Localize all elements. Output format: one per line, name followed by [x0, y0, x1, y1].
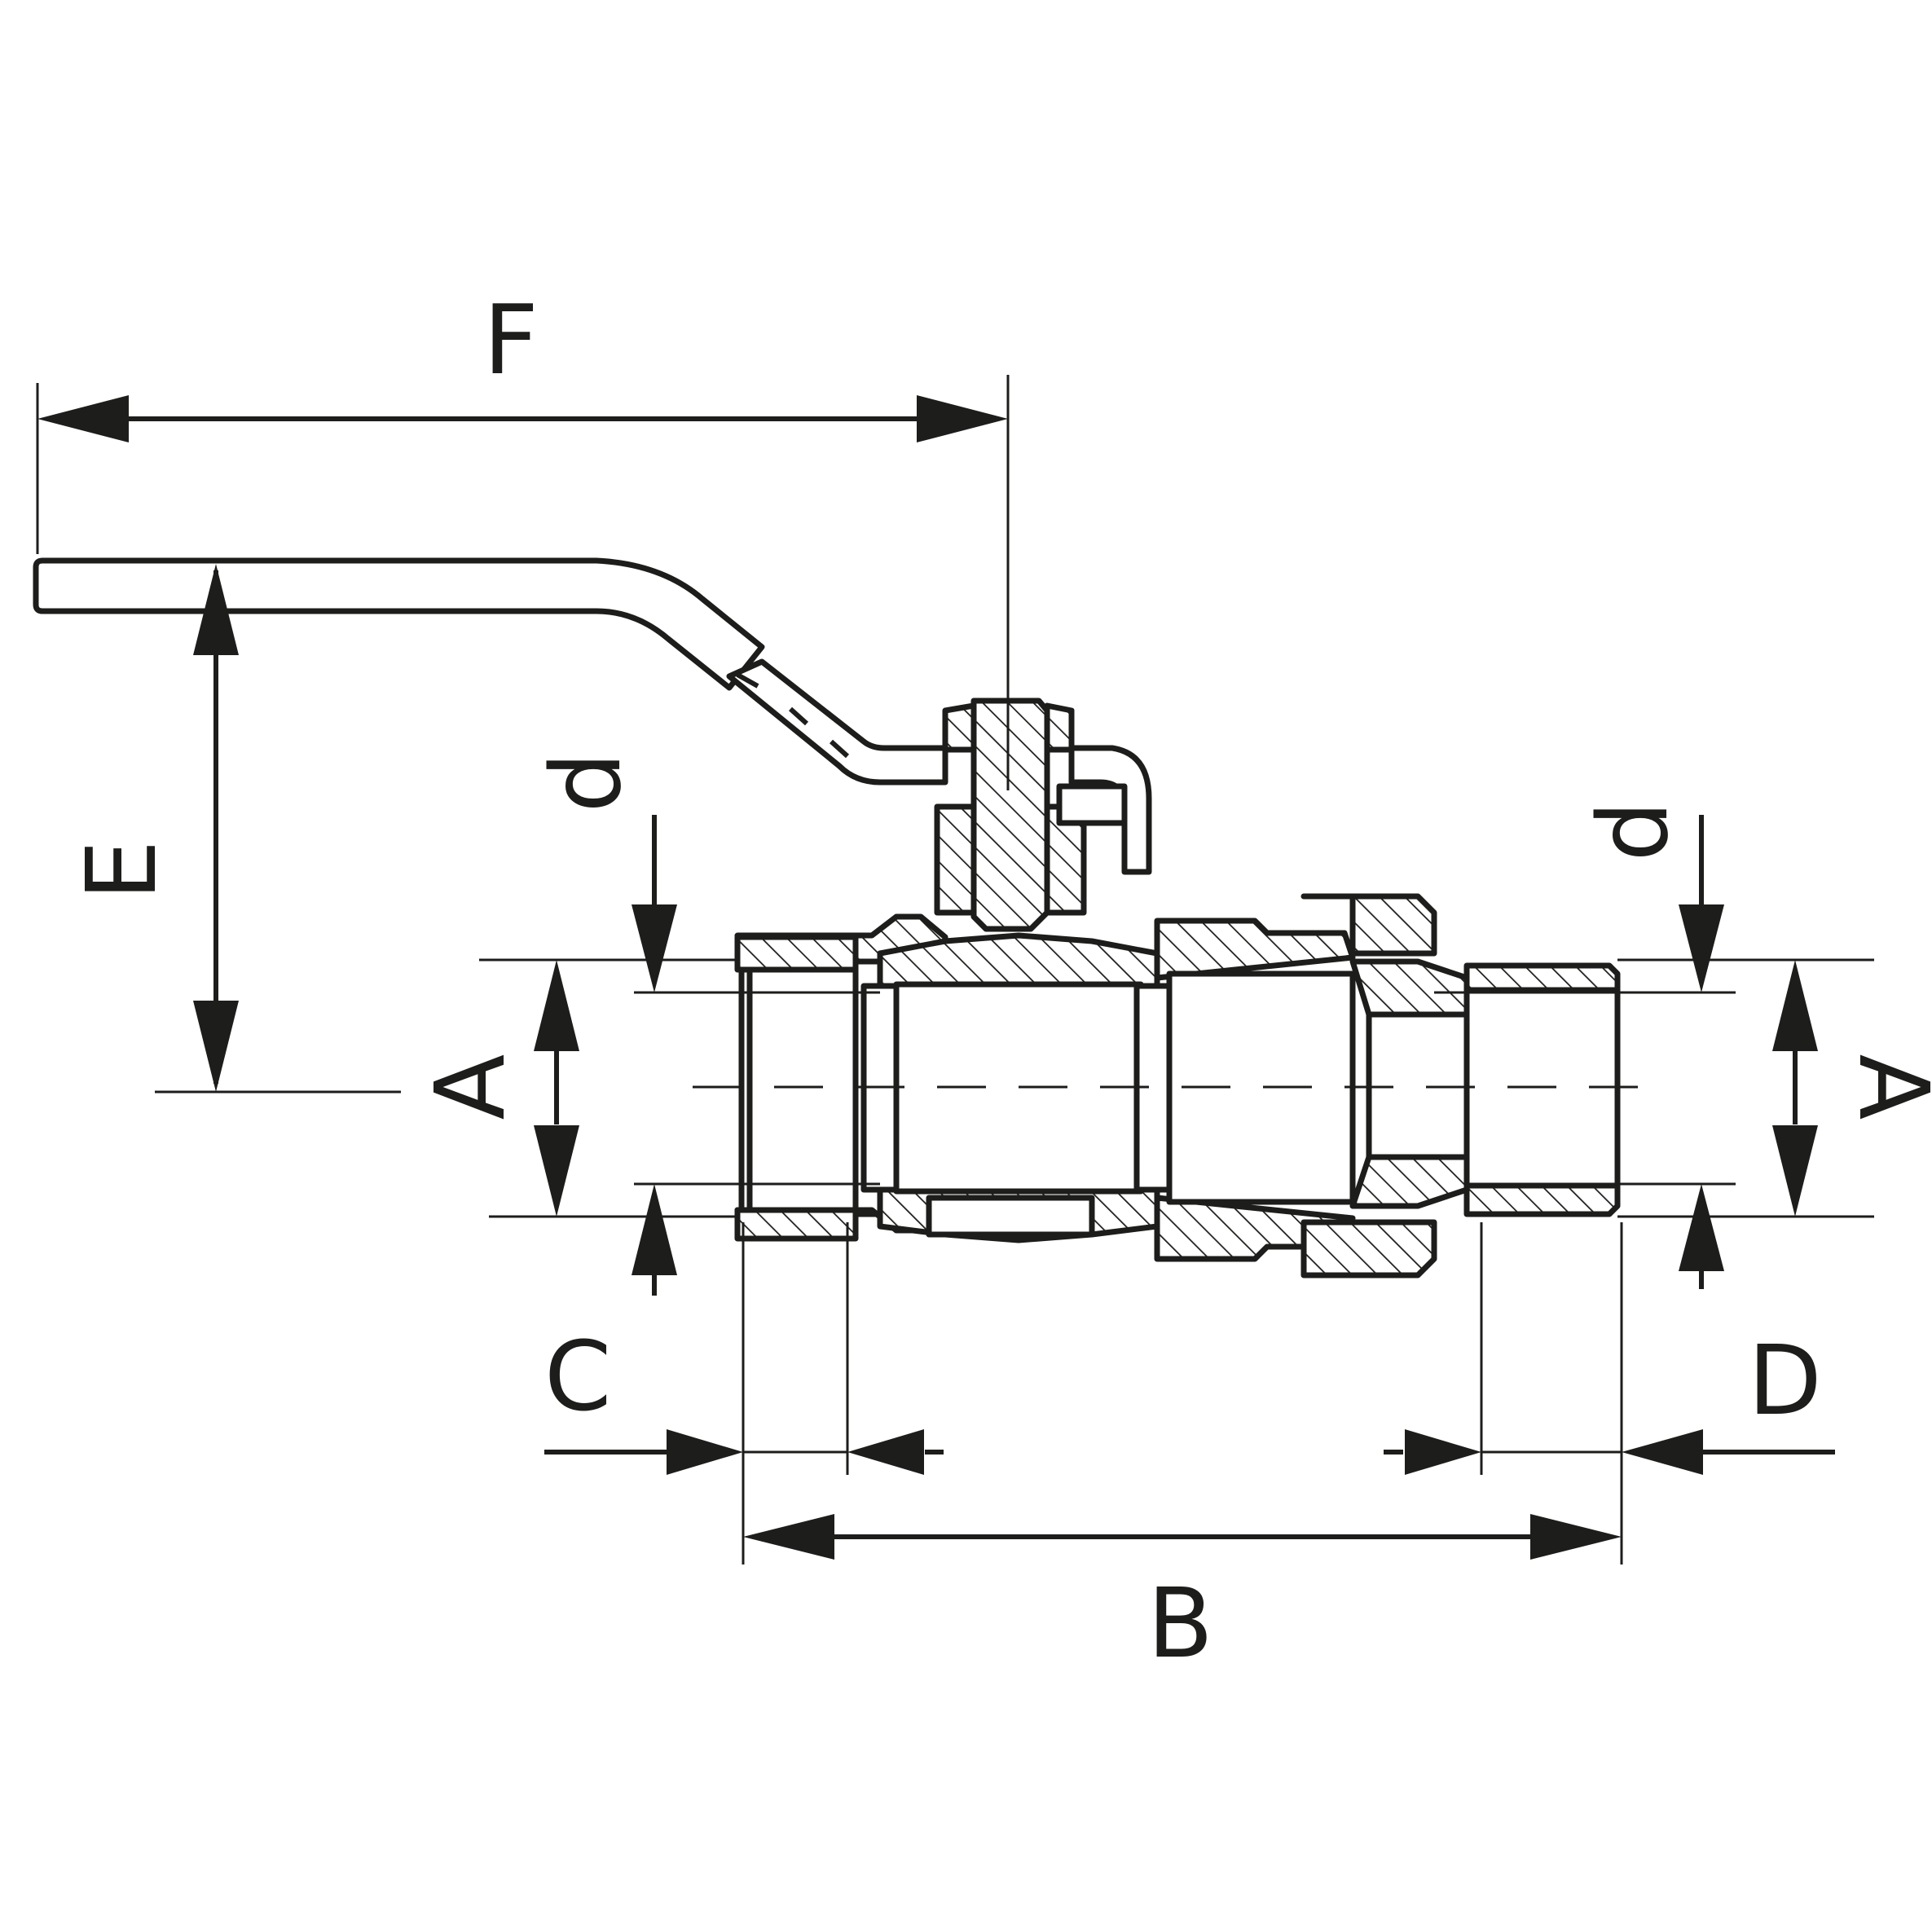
label-a-right: A [1837, 1054, 1932, 1120]
label-c: C [544, 1320, 611, 1432]
dimension-e: E [65, 564, 401, 1094]
dimension-d: D [1384, 1222, 1835, 1565]
label-a-left: A [414, 1054, 526, 1120]
label-d: D [1748, 1324, 1822, 1437]
dimension-d-right: d [1434, 801, 1736, 1289]
dimension-a-left: A [414, 958, 737, 1218]
dimension-d-left: d [530, 752, 880, 1296]
label-b: B [1147, 1567, 1213, 1679]
lever-handle [33, 557, 948, 786]
valve-stem [934, 698, 1152, 932]
label-e: E [65, 840, 178, 901]
label-d-right: d [1577, 801, 1689, 862]
valve-body-section [693, 893, 1638, 1278]
label-d-left: d [530, 752, 642, 813]
dimension-a-right: A [1617, 958, 1932, 1218]
dimension-c: C [544, 1222, 944, 1565]
dimension-f: F [36, 284, 1010, 790]
dimension-b: B [743, 1514, 1622, 1679]
label-f: F [483, 284, 539, 396]
